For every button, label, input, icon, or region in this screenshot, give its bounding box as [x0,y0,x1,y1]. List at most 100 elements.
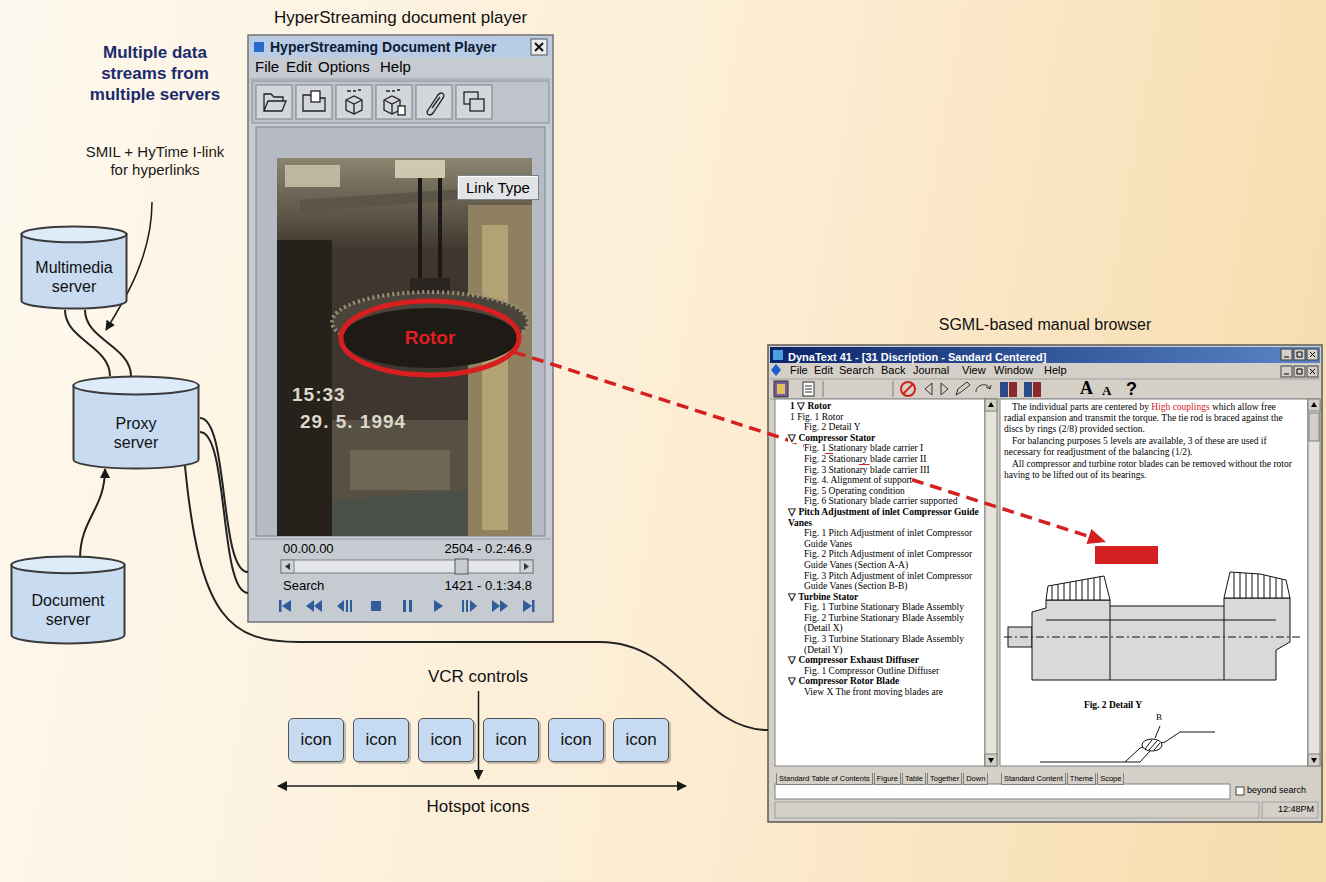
playback-controls [524,563,529,570]
hotspot-link [514,352,1158,564]
node-content: icon [484,719,538,761]
toc-row: 1 ▽ Rotor [776,401,981,412]
toc-entry: ▽ Turbine Stator [788,592,858,602]
browser-window-frame [1308,399,1320,411]
text-holder: 29. 5. 1994 [300,411,406,433]
text-holder: Window [994,364,1033,376]
tab-label: Theme [1067,773,1096,785]
toc-entry: Fig. 3 Turbine Stationary Blade Assembly… [804,634,964,655]
playback-controls [523,600,532,612]
text-holder: HyperStreaming document player [248,8,553,28]
text-holder: Search [839,364,874,376]
browser-window-frame [768,345,1322,822]
browser-window-frame [1033,382,1041,397]
text-holder: B [1156,712,1162,722]
text-holder: 1421 - 0.1:34.8 [445,578,532,593]
toc-entry: Fig. 6 Stationary blade carrier supporte… [804,496,958,506]
hotspot-link [1087,529,1107,544]
paragraph: The individual parts are centered by Hig… [1004,402,1298,435]
node-content: icon [549,719,603,761]
player-window-frame [398,106,405,115]
window-caption: SGML-based manual browser [939,316,1152,334]
playback-controls [520,560,533,573]
hotspot-arrows [478,691,480,779]
callout-note: SMIL + HyTime I-link for hyperlinks [85,143,225,179]
node-label: icon [560,730,591,750]
hotspot-arrows [278,785,686,787]
toc-row: Fig. 6 Stationary blade carrier supporte… [776,496,981,507]
text-holder: 2504 - 0.2:46.9 [445,541,532,556]
player-window-frame [250,79,551,80]
toc-entry: ▽ Compressor Stator [788,433,875,443]
figure-caption: Fig. 2 Detail Y [1084,700,1142,710]
browser-window-frame [901,382,915,396]
connector [185,466,768,730]
toc-entry: ▽ Compressor Exhaust Diffuser [788,655,919,665]
checkbox-label: beyond search [1247,785,1306,795]
browser-window-frame [1000,399,1308,766]
browser-window-frame [903,384,913,394]
player-window-frame [376,85,412,119]
body-text: For balancing purposes 5 levels are avai… [1004,436,1267,457]
browser-window-frame [1000,382,1008,397]
player-window-frame [256,85,292,119]
browser-window-frame [956,382,970,395]
rotor-drawing [1224,572,1290,598]
player-window-frame [427,93,444,115]
player-window-frame [256,127,545,536]
player-window-frame [250,539,551,540]
toc-entry: Fig. 2 Stationary blade carrier II [804,454,926,464]
toolbar-glyph: A [1102,383,1111,399]
toc-row: Fig. 3 Pitch Adjustment of inlet Compres… [776,571,981,592]
browser-window-frame [1311,758,1317,763]
video-frame [395,160,445,178]
connector [200,418,248,572]
toc-row: Fig. 2 Turbine Stationary Blade Assembly… [776,613,981,634]
video-frame [482,225,508,530]
browser-window-frame [1311,402,1317,407]
toc-row: Fig. 1 Compressor Outline Diffuser [776,666,981,677]
node-content: icon [354,719,408,761]
browser-window-frame [1262,802,1318,818]
node-content: icon [614,719,668,761]
app-window: SGML-based manual browserDynaText 41 - [… [768,345,1322,822]
menu-item: Search [839,364,874,376]
annotation: Hotspot icons [427,797,530,817]
rotor-drawing [1004,637,1302,638]
toc-entry: ▽ Pitch Adjustment of inlet Compressor G… [788,507,979,528]
playback-controls [470,600,477,612]
text-holder: SMIL + HyTime I-link for hyperlinks [85,143,225,179]
browser-window-frame [1308,399,1320,766]
toc-entry: Fig. 2 Detail Y [804,422,861,432]
toc-entry: Fig. 2 Pitch Adjustment of inlet Compres… [804,549,972,570]
toc-entry: 1 Fig. 1 Rotor [790,412,843,422]
toc-entry: Fig. 1 Stationary blade carrier I [804,443,923,453]
toc-row: 1 Fig. 1 Rotor [776,412,981,423]
time-readout: 1421 - 0.1:34.8 [445,578,532,593]
hotspot-icon: icon [418,718,474,762]
hotspot-ellipse: Rotor [338,298,522,378]
toc-list: 1 ▽ Rotor1 Fig. 1 RotorFig. 2 Detail Y▽ … [776,401,981,763]
text-holder: 00.00.00 [283,541,334,556]
toc-entry: Fig. 4. Alignment of support [804,475,912,485]
text-holder: 12:48PM [1278,804,1314,814]
toc-row: Fig. 2 Detail Y [776,422,981,433]
cylinder-top [74,377,199,395]
node-content: icon [419,719,473,761]
menu-item: Journal [913,364,949,376]
browser-window-frame [1284,352,1315,374]
playback-controls [279,600,535,612]
playback-controls [350,600,352,612]
rotor-drawing [1032,598,1290,680]
body-text: All compressor and turbine rotor blades … [1004,459,1292,480]
browser-window-frame [773,350,783,360]
playback-controls [371,601,381,611]
browser-window-frame [771,364,781,376]
browser-window-frame [774,381,788,397]
cylinder-top [22,227,127,243]
hotspot-link [514,352,1089,537]
cylinder-body [74,385,199,468]
text-holder: Edit [814,364,833,376]
toc-row: Fig. 2 Stationary blade carrier II [776,454,981,465]
connector [85,310,131,376]
